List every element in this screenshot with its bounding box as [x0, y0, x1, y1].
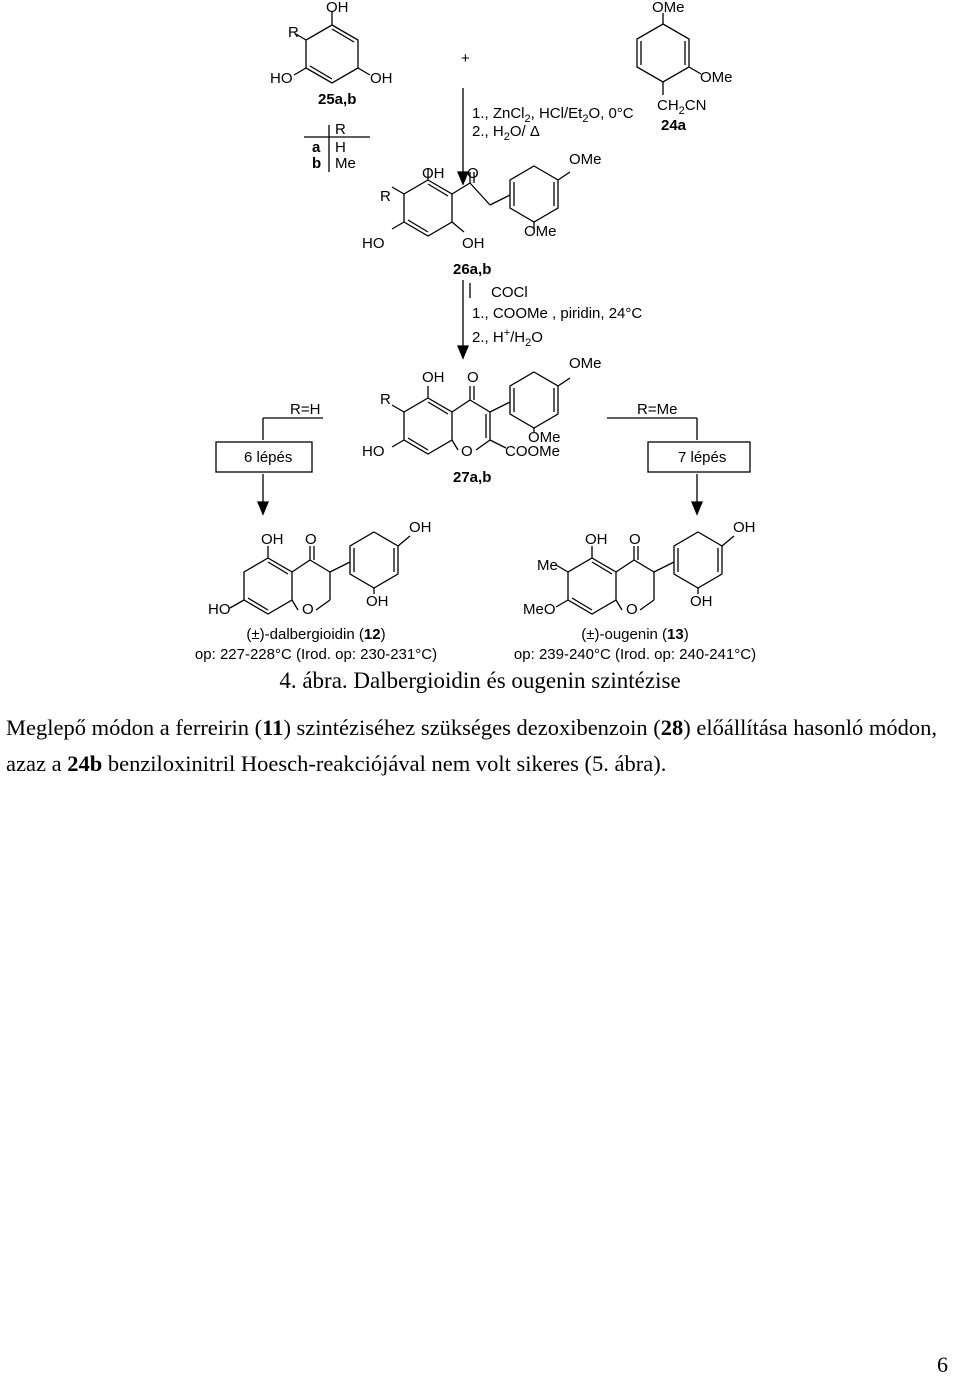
cmpd26-oh-top: OH — [422, 165, 445, 182]
cmpd12-oh-b: OH — [409, 519, 432, 536]
cmpd25-oh-right: OH — [370, 70, 393, 87]
cmpd26-ome-top: OMe — [569, 151, 602, 168]
step1-line2: 2., H2O/ Δ — [472, 123, 540, 143]
cmpd12-mp: op: 227-228°C (Irod. op: 230-231°C) — [195, 646, 437, 663]
cmpd27-ho: HO — [362, 443, 385, 460]
cmpd25-ho: HO — [270, 70, 293, 87]
cmpd25-label: 25a,b — [318, 91, 356, 108]
cmpd25-oh-top: OH — [326, 0, 349, 16]
cmpd26-ome-bottom: OMe — [524, 223, 557, 240]
branch-left-cond: R=H — [290, 401, 320, 418]
compound-13-structure — [555, 531, 735, 615]
cmpd24-ch2cn: CH2CN — [657, 97, 706, 117]
cmpd26-r: R — [380, 188, 391, 205]
ref-11: 11 — [262, 715, 284, 740]
cmpd27-ome-bottom: OMe — [528, 429, 561, 446]
figure-caption: 4. ábra. Dalbergioidin és ougenin szinté… — [279, 668, 681, 693]
cmpd27-o-top: O — [467, 369, 479, 386]
paragraph: Meglepő módon a ferreirin (11) szintézis… — [6, 710, 956, 782]
cmpd12-oh-c: OH — [366, 593, 389, 610]
cmpd13-o-ring: O — [626, 601, 638, 618]
cmpd26-label: 26a,b — [453, 261, 491, 278]
body-paragraph: Meglepő módon a ferreirin (11) szintézis… — [6, 710, 956, 782]
cmpd27-coome: COOMe — [505, 443, 560, 460]
rtable-header: R — [335, 121, 346, 138]
cmpd24-ome-right: OMe — [700, 69, 733, 86]
cmpd27-label: 27a,b — [453, 469, 491, 486]
cmpd26-ho: HO — [362, 235, 385, 252]
step2-cocl: COCl — [491, 284, 528, 301]
cmpd12-ho: HO — [208, 601, 231, 618]
cmpd13-oh-a: OH — [585, 531, 608, 548]
cmpd27-oh-top: OH — [422, 369, 445, 386]
step1-line1: 1., ZnCl2, HCl/Et2O, 0°C — [472, 105, 634, 125]
compound-24-structure — [636, 13, 702, 95]
cmpd26-o-top: O — [467, 165, 479, 182]
cmpd26-oh-bottom: OH — [462, 235, 485, 252]
cmpd12-oh-a: OH — [261, 531, 284, 548]
cmpd27-o-ring: O — [461, 443, 473, 460]
ref-28: 28 — [660, 715, 684, 740]
ref-24b: 24b — [67, 751, 103, 776]
paragraph-text-4: benziloxinitril Hoesch-reakciójával nem … — [102, 751, 667, 776]
branch-right-step: 7 lépés — [678, 449, 726, 466]
rtable-b: b — [312, 155, 321, 172]
cmpd12-name: (±)-dalbergioidin (12) — [246, 626, 385, 643]
cmpd12-o-ring: O — [302, 601, 314, 618]
cmpd13-me: Me — [537, 557, 558, 574]
compound-27-structure — [391, 371, 571, 455]
paragraph-text-3: ) előállítása hasonló módon, azaz a — [6, 715, 937, 776]
branch-left-step: 6 lépés — [244, 449, 292, 466]
cmpd27-ome-top: OMe — [569, 355, 602, 372]
rtable-a: a — [312, 139, 321, 156]
cmpd13-meo: MeO — [523, 601, 556, 618]
step2-line2: 2., H+/H2O — [472, 327, 543, 349]
reaction-scheme: R OH HO OH 25a,b + R a H b Me OMe OMe CH… — [195, 0, 756, 663]
page-number: 6 — [937, 1352, 948, 1377]
compound-25-structure — [293, 12, 371, 84]
cmpd13-o-a: O — [629, 531, 641, 548]
compound-12-structure — [229, 531, 411, 615]
cmpd12-o-a: O — [305, 531, 317, 548]
cmpd25-r: R — [288, 24, 299, 41]
paragraph-text-2: ) szintéziséhez szükséges dezoxibenzoin … — [283, 715, 661, 740]
step2-line1: 1., COOMe , piridin, 24°C — [472, 305, 642, 322]
cmpd13-mp: op: 239-240°C (Irod. op: 240-241°C) — [514, 646, 756, 663]
cmpd13-name: (±)-ougenin (13) — [581, 626, 688, 643]
cmpd27-r: R — [380, 391, 391, 408]
cmpd13-oh-b: OH — [733, 519, 756, 536]
rtable-a-val: H — [335, 139, 346, 156]
plus-sign: + — [461, 50, 470, 67]
paragraph-text-1: Meglepő módon a ferreirin ( — [6, 715, 263, 740]
branch-right-cond: R=Me — [637, 401, 677, 418]
rtable-b-val: Me — [335, 155, 356, 172]
cmpd24-label: 24a — [661, 117, 687, 134]
cmpd24-ome-top: OMe — [652, 0, 685, 16]
cmpd13-oh-c: OH — [690, 593, 713, 610]
compound-26-structure — [391, 165, 571, 237]
